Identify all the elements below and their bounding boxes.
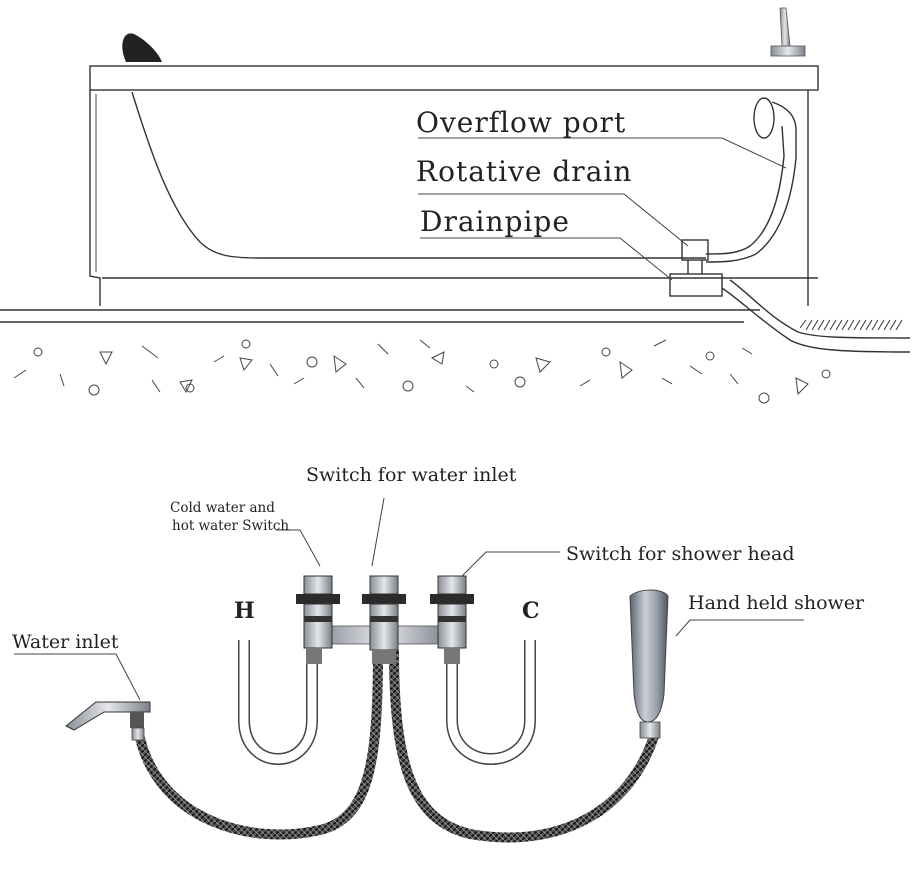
hand-shower-leader: [675, 619, 804, 637]
faucet-icon: [770, 7, 806, 57]
cold-hose: [446, 640, 536, 765]
inlet-switch-leader: [371, 497, 385, 567]
rotative-drain-label: Rotative drain: [416, 155, 632, 188]
switch-water-inlet-label: Switch for water inlet: [306, 464, 517, 486]
water-inlet-leader: [14, 653, 141, 701]
braided-hose-inlet: [135, 649, 383, 840]
hot-cold-switch-icon: [296, 575, 340, 664]
tub-apron: [89, 90, 818, 306]
hand-shower-icon: [629, 589, 669, 739]
braided-hose-shower: [389, 649, 659, 843]
water-inlet-switch-icon: [362, 575, 406, 664]
hot-marker: H: [234, 598, 255, 624]
cold-hot-switch-label-line1: Cold water and: [170, 500, 275, 516]
drainpipe-label: Drainpipe: [420, 205, 570, 238]
bathtub-section: Overflow port Rotative drain Drainpipe: [0, 7, 911, 404]
drainpipe-leader: [420, 237, 673, 281]
cold-hot-switch-label-line2: hot water Switch: [172, 518, 289, 534]
overflow-port-icon: [705, 97, 797, 263]
shower-head-switch-icon: [430, 575, 474, 664]
rotative-drain-icon: [669, 239, 723, 297]
rotative-drain-leader: [418, 193, 689, 247]
faucet-kit-section: Switch for water inlet Cold water and ho…: [12, 464, 865, 843]
drainpipe-icon: [721, 279, 911, 353]
cold-marker: C: [522, 598, 540, 624]
tub-rim: [89, 65, 819, 91]
spout-icon: [65, 701, 151, 741]
tub-basin: [131, 91, 706, 259]
water-inlet-label: Water inlet: [12, 631, 119, 653]
hand-held-shower-label: Hand held shower: [688, 592, 865, 614]
overflow-port-label: Overflow port: [416, 106, 626, 139]
shower-switch-leader: [461, 551, 560, 577]
cold-hot-switch-leader: [276, 529, 321, 567]
switch-shower-head-label: Switch for shower head: [566, 543, 795, 565]
hot-hose: [238, 640, 318, 765]
floor-line: [0, 309, 760, 323]
ground-texture: [13, 339, 831, 404]
overflow-port-leader: [418, 137, 787, 169]
headrest-pillow: [122, 33, 162, 62]
